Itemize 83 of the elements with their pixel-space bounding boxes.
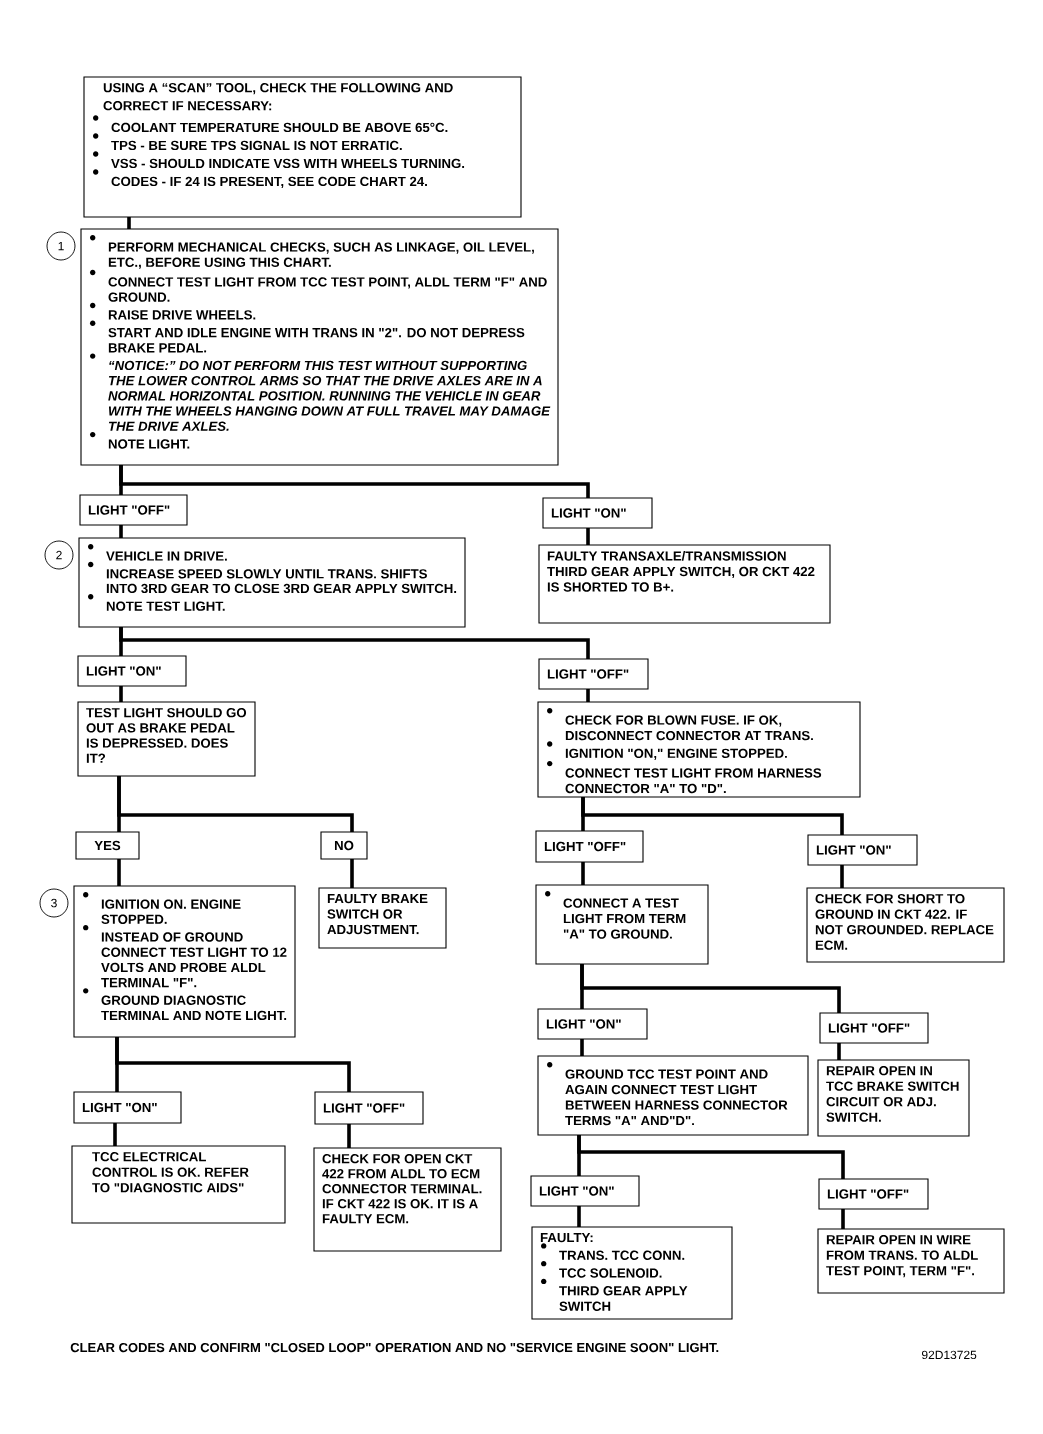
connector-line bbox=[347, 1124, 351, 1148]
instruction-text: CODES - IF 24 IS PRESENT, SEE CODE CHART 24. bbox=[111, 176, 427, 188]
note-text: CLEAR CODES AND CONFIRM "CLOSED LOOP" OPERATION AND NO "SERVICE ENGINE SOON" LIGHT. bbox=[70, 1342, 719, 1353]
condition-box: LIGHT "ON" bbox=[73, 1091, 182, 1124]
connector-line bbox=[127, 217, 131, 229]
instruction-text: NOTE TEST LIGHT. bbox=[106, 601, 225, 611]
connector-line bbox=[119, 525, 123, 538]
connector-line bbox=[117, 776, 354, 832]
condition-box: LIGHT "OFF" bbox=[535, 830, 644, 863]
instruction-text: GROUND DIAGNOSTIC TERMINAL AND NOTE LIGHT. bbox=[101, 995, 287, 1021]
condition-box: LIGHT "ON" bbox=[77, 655, 187, 687]
condition-box: NO bbox=[320, 831, 368, 860]
condition-box: LIGHT "OFF" bbox=[818, 1178, 929, 1210]
figure-code: 92D13725 bbox=[922, 1350, 977, 1360]
result-box: CHECK FOR SHORT TO GROUND IN CKT 422. IF NOT GROUNDED. REPLACE ECM. bbox=[806, 887, 1005, 963]
instruction-text: VSS - SHOULD INDICATE VSS WITH WHEELS TURNING. bbox=[111, 158, 465, 169]
heading-text: USING A “SCAN” TOOL, CHECK THE FOLLOWING AND CORRECT IF NECESSARY: bbox=[103, 83, 453, 111]
step-number: 3 bbox=[39, 888, 69, 918]
instruction-text: VEHICLE IN DRIVE. bbox=[106, 551, 227, 561]
result-box: REPAIR OPEN IN WIRE FROM TRANS. TO ALDL TEST POINT, TERM "F". bbox=[817, 1228, 1005, 1294]
result-box: REPAIR OPEN IN TCC BRAKE SWITCH CIRCUIT OR ADJ. SWITCH. bbox=[817, 1059, 970, 1137]
connector-line bbox=[586, 689, 590, 702]
result-box: TCC ELECTRICAL CONTROL IS OK. REFER TO "DIAGNOSTIC AIDS" bbox=[71, 1145, 286, 1224]
connector-line bbox=[119, 686, 123, 702]
condition-box: LIGHT "ON" bbox=[537, 1008, 648, 1040]
result-box: CHECK FOR OPEN CKT 422 FROM ALDL TO ECM CONNECTOR TERMINAL. IF CKT 422 IS OK. IT IS A FAULTY ECM. bbox=[313, 1147, 502, 1252]
connector-line bbox=[119, 465, 590, 498]
instruction-text: INSTEAD OF GROUND CONNECT TEST LIGHT TO 12 VOLTS AND PROBE ALDL TERMINAL "F". bbox=[101, 932, 287, 988]
instruction-text: IGNITION "ON," ENGINE STOPPED. bbox=[565, 748, 787, 760]
instruction-text: CHECK FOR BLOWN FUSE. IF OK, DISCONNECT CONNECTOR AT TRANS. bbox=[565, 715, 813, 741]
step-number: 2 bbox=[44, 540, 74, 570]
result-box: FAULTY TRANSAXLE/TRANSMISSION THIRD GEAR APPLY SWITCH, OR CKT 422 IS SHORTED TO B+. bbox=[538, 544, 831, 624]
connector-line bbox=[577, 1206, 581, 1227]
connector-line bbox=[840, 865, 844, 888]
step-box bbox=[80, 228, 559, 466]
connector-line bbox=[115, 1037, 351, 1092]
instruction-text: NOTE LIGHT. bbox=[108, 439, 190, 449]
instruction-text: THIRD GEAR APPLY SWITCH bbox=[559, 1286, 688, 1311]
heading-text: FAULTY: bbox=[540, 1233, 593, 1243]
connector-line bbox=[581, 797, 844, 835]
connector-line bbox=[350, 859, 354, 888]
condition-box: LIGHT "ON" bbox=[807, 834, 918, 866]
connector-line bbox=[119, 627, 590, 659]
step-box bbox=[78, 537, 466, 628]
instruction-text: RAISE DRIVE WHEELS. bbox=[108, 310, 256, 320]
connector-line bbox=[113, 1123, 117, 1146]
instruction-text: START AND IDLE ENGINE WITH TRANS IN "2". DO NOT DEPRESS BRAKE PEDAL. bbox=[108, 327, 525, 353]
connector-line bbox=[841, 1209, 845, 1229]
connector-line bbox=[117, 859, 121, 886]
question-box: TEST LIGHT SHOULD GO OUT AS BRAKE PEDAL IS DEPRESSED. DOES IT? bbox=[77, 701, 256, 777]
instruction-text: CONNECT A TEST LIGHT FROM TERM "A" TO GROUND. bbox=[563, 898, 686, 939]
step-box bbox=[537, 701, 861, 798]
condition-box: LIGHT "OFF" bbox=[314, 1091, 424, 1125]
step-box bbox=[83, 76, 522, 218]
result-box: FAULTY BRAKE SWITCH OR ADJUSTMENT. bbox=[318, 887, 447, 949]
connector-line bbox=[580, 964, 841, 1013]
connector-line bbox=[837, 1043, 841, 1060]
condition-box: LIGHT "OFF" bbox=[538, 658, 649, 690]
result-box bbox=[531, 1226, 733, 1320]
instruction-text: TPS - BE SURE TPS SIGNAL IS NOT ERRATIC. bbox=[111, 140, 402, 151]
connector-line bbox=[581, 862, 585, 885]
step-box bbox=[537, 1055, 809, 1136]
step-box bbox=[73, 885, 296, 1038]
instruction-text: INCREASE SPEED SLOWLY UNTIL TRANS. SHIFTS INTO 3RD GEAR TO CLOSE 3RD GEAR APPLY SWITCH. bbox=[106, 569, 457, 594]
condition-box: LIGHT "ON" bbox=[530, 1175, 640, 1207]
connector-line bbox=[586, 528, 590, 545]
instruction-text: IGNITION ON. ENGINE STOPPED. bbox=[101, 899, 241, 924]
condition-box: LIGHT "OFF" bbox=[79, 494, 188, 526]
instruction-text: “NOTICE:” DO NOT PERFORM THIS TEST WITHOUT SUPPORTING THE LOWER CONTROL ARMS SO THAT THE DRIVE AXLES ARE IN A NORMAL HORIZONTAL POSITION. RUNNING THE VEHICLE IN GEAR WITH THE WHEELS HANGING DOWN AT FULL TRAVEL MAY DAMAGE THE DRIVE AXLES. bbox=[108, 360, 551, 431]
instruction-text: CONNECT TEST LIGHT FROM TCC TEST POINT, ALDL TERM "F" AND GROUND. bbox=[108, 277, 547, 302]
instruction-text: GROUND TCC TEST POINT AND AGAIN CONNECT TEST LIGHT BETWEEN HARNESS CONNECTOR TERMS "A" AND"D". bbox=[565, 1069, 788, 1126]
instruction-text: TRANS. TCC CONN. bbox=[559, 1250, 685, 1260]
instruction-text: CONNECT TEST LIGHT FROM HARNESS CONNECTOR "A" TO "D". bbox=[565, 768, 822, 794]
instruction-text: TCC SOLENOID. bbox=[559, 1268, 662, 1278]
connector-line bbox=[580, 1039, 584, 1056]
instruction-text: COOLANT TEMPERATURE SHOULD BE ABOVE 65°C. bbox=[111, 122, 448, 133]
step-number: 1 bbox=[46, 231, 76, 261]
condition-box: LIGHT "OFF" bbox=[819, 1012, 929, 1044]
condition-box: YES bbox=[75, 831, 140, 860]
step-box bbox=[535, 884, 709, 965]
condition-box: LIGHT "ON" bbox=[542, 497, 653, 529]
connector-line bbox=[577, 1135, 845, 1179]
instruction-text: PERFORM MECHANICAL CHECKS, SUCH AS LINKAGE, OIL LEVEL, ETC., BEFORE USING THIS CHART. bbox=[108, 242, 534, 269]
